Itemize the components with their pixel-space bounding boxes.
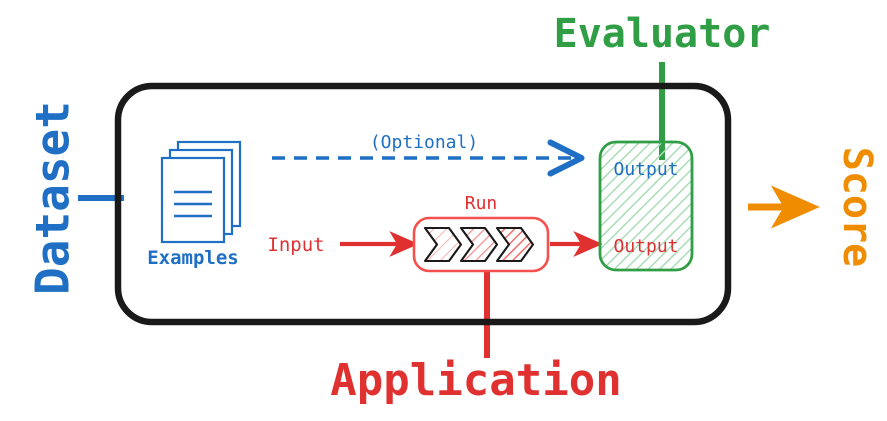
score-label: Score — [834, 147, 880, 267]
output-generated-label: Output — [613, 236, 678, 257]
run-chevrons — [423, 226, 535, 263]
output-reference-label: Output — [613, 159, 678, 180]
examples-documents-icon — [160, 140, 242, 244]
evaluator-label: Evaluator — [554, 11, 771, 57]
dataset-label: Dataset — [26, 101, 80, 295]
chevron-1 — [423, 226, 463, 263]
pipeline-container — [114, 82, 732, 326]
optional-edge-label: (Optional) — [370, 132, 478, 153]
evaluator-output-box — [598, 140, 694, 272]
chevron-2 — [459, 226, 499, 263]
input-label: Input — [267, 234, 324, 256]
examples-label: Examples — [147, 247, 239, 269]
chevron-3 — [495, 226, 535, 263]
run-label: Run — [465, 193, 498, 214]
application-label: Application — [330, 355, 621, 406]
